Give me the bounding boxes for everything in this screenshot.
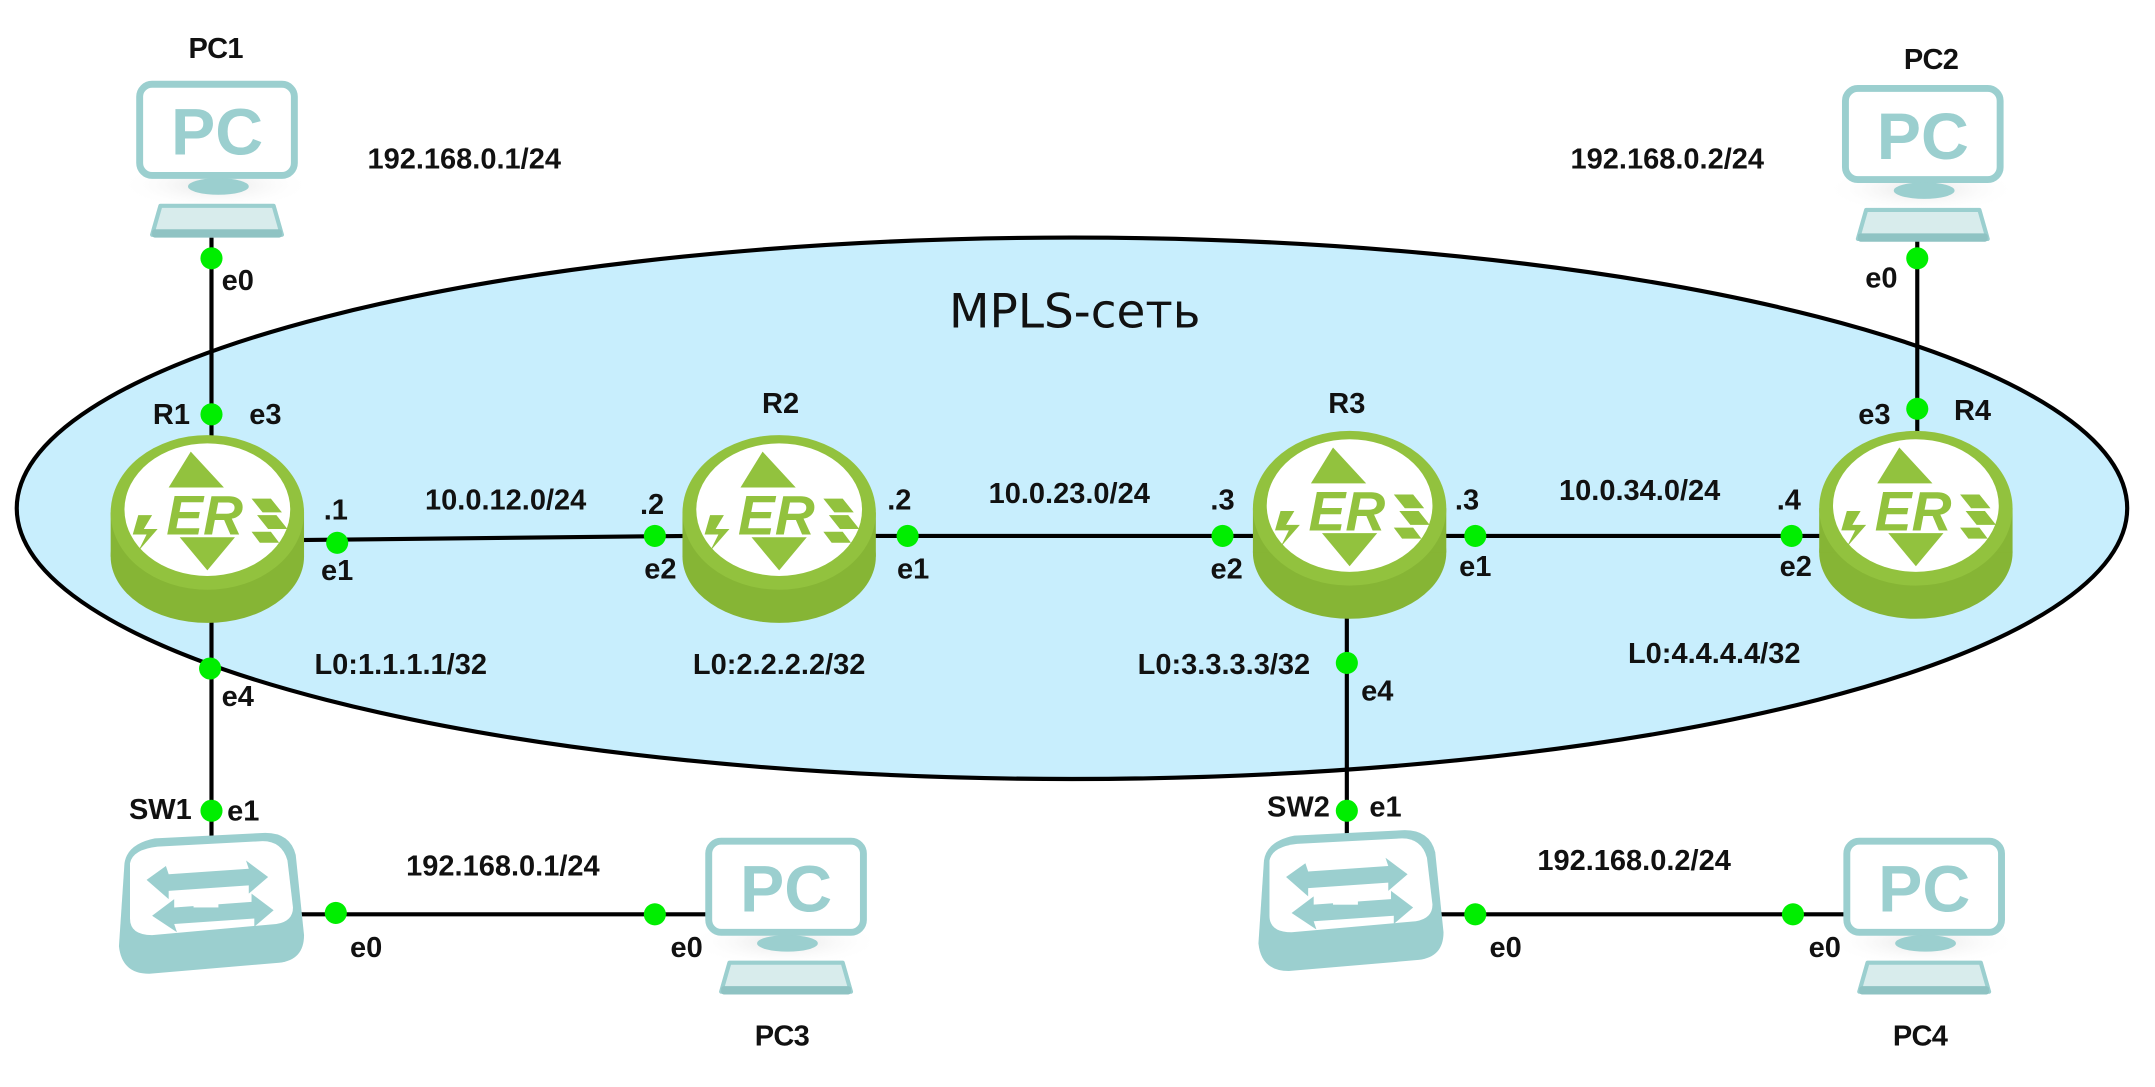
port-dot-r4-e3[interactable] [1906,397,1929,420]
mpls-cloud [14,235,2130,782]
loopback-label-r3: L0:3.3.3.3/32 [1138,649,1311,681]
port-dot-r1-e4[interactable] [199,657,222,680]
r3-router-icon[interactable]: ER [1252,430,1447,619]
loopback-label-r2: L0:2.2.2.2/32 [693,649,866,681]
r2-router-icon[interactable]: ER [682,435,876,623]
pc4-pc-icon[interactable]: PC [1826,837,2020,995]
port-label-pc3-e0: e0 [670,932,702,964]
subnet-labels-layer: 192.168.0.1/24 10.0.12.0/24 10.0.23.0/24… [314,144,1800,883]
port-dot-sw1-e1[interactable] [200,799,223,822]
subnet-label-pc4: 192.168.0.2/24 [1537,845,1731,877]
link-r1-r2[interactable] [297,533,691,543]
port-label-pc1-e0: e0 [222,265,254,297]
label-pc1: PC1 [188,33,243,65]
label-r3: R3 [1328,388,1365,420]
port-dot-r3-e4[interactable] [1335,651,1358,675]
label-r4: R4 [1954,395,1991,427]
port-dot-r2-e2[interactable] [643,524,666,547]
port-label-r2-e1: e1 [897,554,929,586]
label-pc3: PC3 [755,1021,810,1053]
label-pc4: PC4 [1893,1021,1948,1053]
loopback-label-r1: L0:1.1.1.1/32 [314,649,487,681]
port-dot-r3-e2[interactable] [1211,524,1234,547]
port-label-r1-e4: e4 [222,681,254,713]
label-sw2: SW2 [1267,791,1330,823]
port-dot-r2-e1[interactable] [896,524,919,547]
devices-layer: PC PC PC PC ER ER ER ER [110,80,2020,995]
loopback-label-r4: L0:4.4.4.4/32 [1628,638,1801,670]
sw2-switch-icon[interactable] [1258,830,1444,971]
port-label-sw2-e0: e0 [1490,932,1522,964]
port-label-sw2-e1: e1 [1369,791,1401,823]
label-pc2: PC2 [1904,44,1958,76]
pc3-pc-icon[interactable]: PC [688,837,882,995]
port-dot-r3-e1[interactable] [1464,524,1487,547]
mpls-cloud-title: MPLS-сеть [949,284,1200,339]
r2-router-glyph: ER [738,485,815,547]
r3-router-glyph: ER [1308,480,1385,542]
port-dot-pc4-e0[interactable] [1781,903,1805,926]
port-label-r4-e3: e3 [1858,399,1890,431]
port-label-r3-e2: e2 [1211,554,1243,586]
subnet-label-r3-r4: 10.0.34.0/24 [1559,475,1720,507]
port-dot-pc2-e0[interactable] [1906,247,1929,270]
subnet-label-pc3: 192.168.0.1/24 [406,851,600,883]
r4-router-icon[interactable]: ER [1819,430,2013,619]
pc1-pc-icon[interactable]: PC [118,80,313,238]
r1-router-glyph: ER [166,485,243,547]
port-label-r2-e2: e2 [644,554,676,586]
pc4-pc-glyph: PC [1878,853,1970,927]
pc2-pc-icon[interactable]: PC [1824,84,2019,242]
port-dot-r1-e3[interactable] [200,403,223,426]
subnet-label-pc2: 192.168.0.2/24 [1571,144,1765,176]
node-labels-layer: PC1 PC2 PC3 PC4 R1 R2 R3 R4 SW1 SW2 [129,33,1991,1053]
port-dot-sw2-e1[interactable] [1335,799,1358,822]
pc3-pc-glyph: PC [740,853,832,927]
host-label-r3-e1: .3 [1455,485,1479,517]
pc1-pc-glyph: PC [171,96,263,170]
pc2-pc-glyph: PC [1877,100,1969,174]
host-label-r2-e2: .2 [640,489,664,521]
host-label-r3-e2: .3 [1210,485,1234,517]
subnet-label-pc1: 192.168.0.1/24 [367,144,561,176]
subnet-label-r2-r3: 10.0.23.0/24 [989,478,1150,510]
port-label-sw1-e1: e1 [227,795,259,827]
port-dot-r1-e1[interactable] [326,531,349,554]
port-dot-pc1-e0[interactable] [200,247,223,270]
port-dot-pc3-e0[interactable] [643,903,666,926]
port-label-r1-e3: e3 [249,399,281,431]
port-label-r4-e2: e2 [1780,551,1812,583]
subnet-label-r1-r2: 10.0.12.0/24 [425,485,586,517]
r1-router-icon[interactable]: ER [110,435,305,623]
label-sw1: SW1 [129,794,192,826]
host-label-r2-e1: .2 [887,485,911,517]
port-dot-sw2-e0[interactable] [1464,903,1487,926]
port-label-sw1-e0: e0 [350,932,382,964]
sw1-switch-icon[interactable] [118,832,305,974]
port-label-r1-e1: e1 [321,555,353,587]
port-label-r3-e1: e1 [1459,551,1491,583]
port-dot-r4-e2[interactable] [1780,524,1803,547]
host-label-r4-e2: .4 [1777,485,1801,517]
r4-router-glyph: ER [1875,480,1952,542]
host-label-r1-e1: .1 [324,494,348,526]
port-dot-sw1-e0[interactable] [324,901,347,925]
label-r1: R1 [153,399,190,431]
port-label-pc2-e0: e0 [1865,262,1897,294]
ports-layer: e0 e3 e1 .1 e2 .2 e1 .2 e2 .3 e1 .3 e2 .4 e0 e3 e4 e1 e0 e0… [199,247,1929,964]
port-label-pc4-e0: e0 [1809,932,1841,964]
label-r2: R2 [762,388,799,420]
port-label-r3-e4: e4 [1361,675,1393,707]
